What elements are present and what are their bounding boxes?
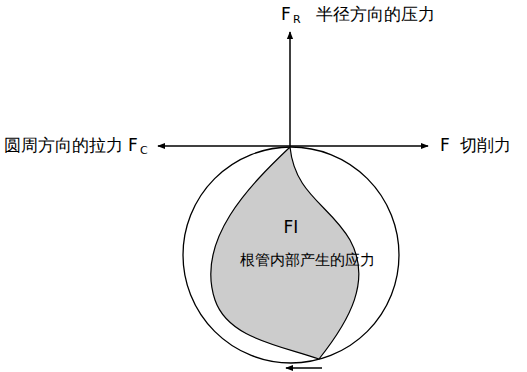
force-symbol: F bbox=[440, 136, 450, 156]
force-label: 圆周方向的拉力 bbox=[4, 136, 123, 156]
file-cross-section: FI 根管内部产生的应力 bbox=[182, 146, 400, 364]
force-subscript: C bbox=[140, 145, 148, 158]
stress-label: 根管内部产生的应力 bbox=[240, 252, 375, 269]
force-symbol: F bbox=[281, 5, 291, 25]
force-symbol: F bbox=[128, 136, 138, 156]
force-label: 半径方向的压力 bbox=[316, 5, 435, 25]
canal-circle bbox=[183, 147, 399, 363]
force-label: 切削力 bbox=[460, 136, 511, 156]
rotation-arrow bbox=[286, 367, 322, 369]
radial-arrow bbox=[289, 32, 291, 146]
force-subscript: R bbox=[293, 14, 301, 27]
force-symbol: FI bbox=[284, 218, 299, 238]
